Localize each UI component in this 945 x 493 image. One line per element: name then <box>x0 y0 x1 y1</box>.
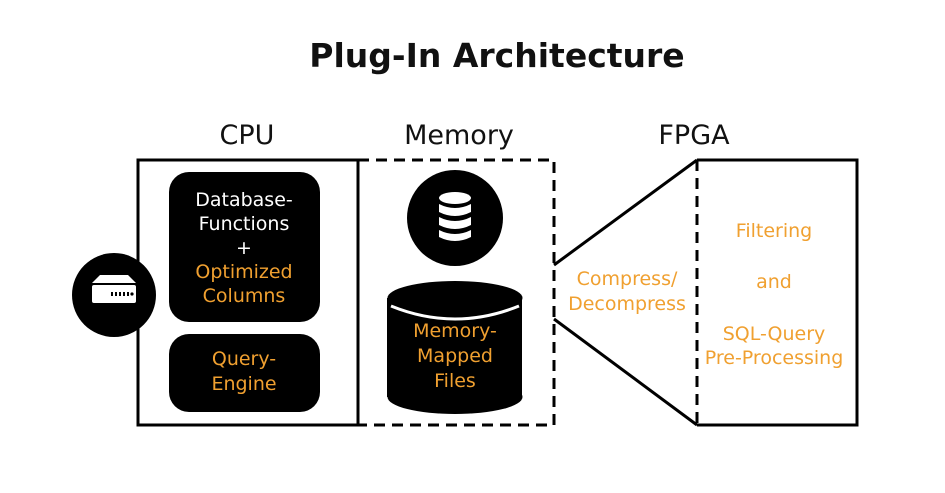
db-functions-label: Functions <box>199 213 290 235</box>
section-label-memory: Memory <box>404 120 514 151</box>
fpga-connector <box>553 158 698 427</box>
memory-mapped-files-label: Files <box>434 370 476 392</box>
section-label-cpu: CPU <box>220 120 275 151</box>
fpga-box <box>697 158 859 427</box>
diagram-title: Plug-In Architecture <box>309 36 684 75</box>
sql-query-label: SQL-Query <box>723 323 826 345</box>
sql-query-label: Pre-Processing <box>705 347 844 369</box>
query-engine-label: Engine <box>211 373 276 395</box>
query-engine-block <box>169 334 320 412</box>
query-engine-label: Query- <box>212 348 276 370</box>
plus-label: + <box>236 237 252 259</box>
optimized-columns-label: Columns <box>203 285 286 307</box>
memory-box <box>356 158 556 427</box>
and-label: and <box>756 271 792 293</box>
database-functions-block <box>169 172 320 322</box>
db-functions-label: Database- <box>195 189 293 211</box>
memory-mapped-files-cylinder <box>387 281 523 414</box>
section-label-fpga: FPGA <box>658 120 730 151</box>
optimized-columns-label: Optimized <box>195 261 292 283</box>
compress-decompress-label: Compress/ <box>577 268 678 290</box>
server-icon <box>72 253 156 337</box>
filtering-label: Filtering <box>736 220 812 242</box>
memory-mapped-files-label: Memory- <box>413 320 497 342</box>
compress-decompress-label: Decompress <box>568 293 686 315</box>
memory-mapped-files-label: Mapped <box>417 345 493 367</box>
database-icon <box>407 170 503 266</box>
